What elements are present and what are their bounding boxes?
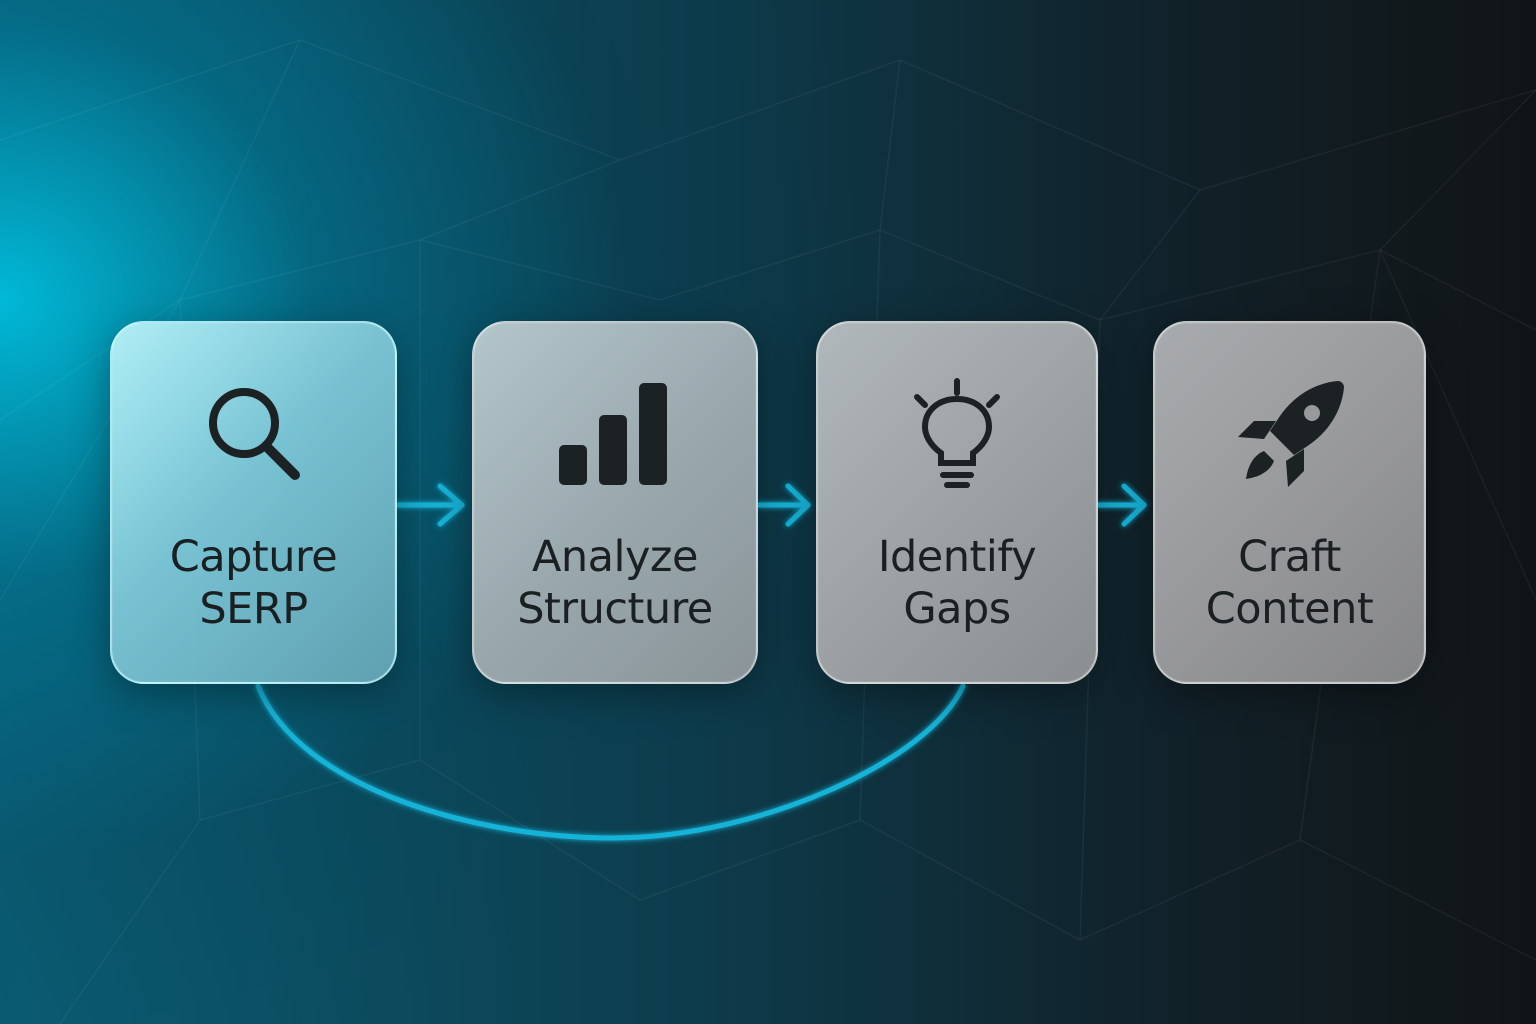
bar-chart-icon	[474, 375, 756, 495]
step-card-analyze-structure: Analyze Structure	[472, 321, 758, 684]
arrow-2-3	[756, 483, 811, 527]
step-card-identify-gaps: Identify Gaps	[816, 321, 1098, 684]
step-label: Analyze Structure	[517, 532, 713, 634]
arrow-3-4	[1096, 483, 1147, 527]
rocket-icon	[1155, 375, 1424, 495]
step-card-capture-serp: Capture SERP	[110, 321, 397, 684]
loop-arc	[255, 683, 966, 841]
step-label: Capture SERP	[169, 532, 338, 634]
step-label: Identify Gaps	[877, 532, 1037, 634]
search-icon	[112, 375, 395, 495]
step-label: Craft Content	[1205, 532, 1374, 634]
step-card-craft-content: Craft Content	[1153, 321, 1426, 684]
lightbulb-icon	[818, 375, 1096, 495]
arrow-1-2	[395, 483, 465, 527]
